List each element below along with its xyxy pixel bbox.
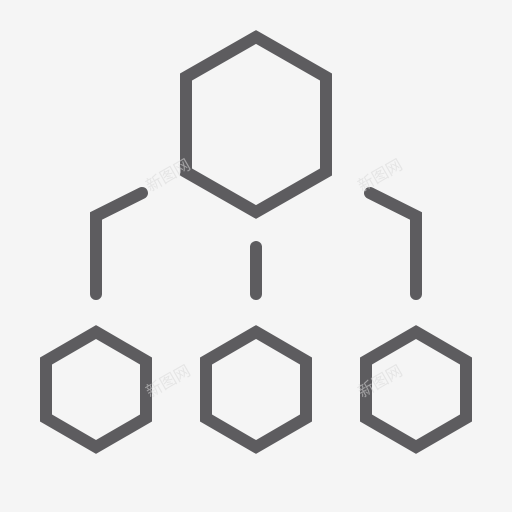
right-connector-line (364, 187, 422, 300)
left-connector-line (90, 187, 148, 300)
top-hexagon-node (180, 30, 332, 219)
bottom-right-hexagon-node (360, 325, 472, 454)
watermark-text: 新图网 (143, 155, 194, 195)
watermark-text: 新图网 (355, 155, 406, 195)
bottom-left-hexagon-node (40, 325, 152, 454)
bottom-center-hexagon-node (200, 325, 312, 454)
